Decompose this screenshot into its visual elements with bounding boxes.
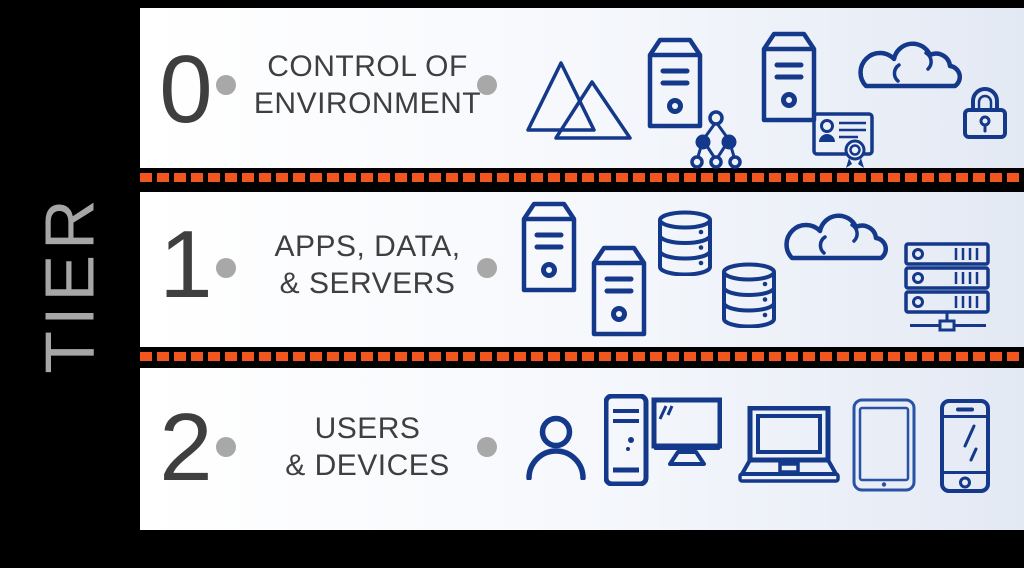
bullet-dot <box>477 258 497 278</box>
tier-2-label-line2: & DEVICES <box>285 449 450 482</box>
server-rack-icon <box>904 242 990 332</box>
server-icon <box>591 245 647 337</box>
tier-2-label: USERS & DEVICES <box>240 410 495 484</box>
tier-0-label: CONTROL OF ENVIRONMENT <box>240 48 495 122</box>
bullet-dot <box>216 258 236 278</box>
tier-2-band: 2 USERS & DEVICES <box>140 368 1024 530</box>
tier-2-number: 2 <box>159 394 213 501</box>
smartphone-icon <box>940 399 990 493</box>
tier-1-label-line1: APPS, DATA, <box>274 230 461 263</box>
tier-divider-dashed-line <box>140 352 1024 361</box>
server-icon <box>761 31 817 123</box>
tier-0-band: 0 CONTROL OF ENVIRONMENT <box>140 8 1024 170</box>
cloud-icon <box>784 213 889 261</box>
tier-1-number: 1 <box>159 211 213 318</box>
desktop-computer-icon <box>604 394 722 486</box>
server-certificate-group <box>760 26 876 170</box>
tablet-icon <box>852 398 916 492</box>
mountains-icon <box>526 61 632 140</box>
tier-0-number: 0 <box>159 36 213 143</box>
server-icon <box>521 201 577 293</box>
person-icon <box>526 415 586 480</box>
tier-axis: TIER <box>0 0 140 568</box>
bullet-dot <box>216 437 236 457</box>
tier-2-label-line1: USERS <box>314 412 421 445</box>
tier-1-band: 1 APPS, DATA, & SERVERS <box>140 192 1024 347</box>
database-icon <box>658 210 712 276</box>
bullet-dot <box>216 75 236 95</box>
tier-1-label-line2: & SERVERS <box>279 267 456 300</box>
tier-axis-label: TIER <box>31 194 110 374</box>
tier-0-label-line1: CONTROL OF <box>267 50 468 83</box>
lock-icon <box>963 87 1007 139</box>
tier-0-label-line2: ENVIRONMENT <box>253 87 482 120</box>
cloud-icon <box>858 41 963 89</box>
certificate-icon <box>812 112 874 168</box>
network-tree-icon <box>690 110 742 169</box>
laptop-icon <box>738 406 840 483</box>
database-icon <box>722 262 776 328</box>
bullet-dot <box>477 437 497 457</box>
server-icon <box>647 37 703 129</box>
server-network-group <box>646 30 746 170</box>
tier-1-label: APPS, DATA, & SERVERS <box>240 228 495 302</box>
tier-divider-dashed-line <box>140 173 1024 182</box>
cloud-lock-group <box>852 30 1010 140</box>
bullet-dot <box>477 75 497 95</box>
